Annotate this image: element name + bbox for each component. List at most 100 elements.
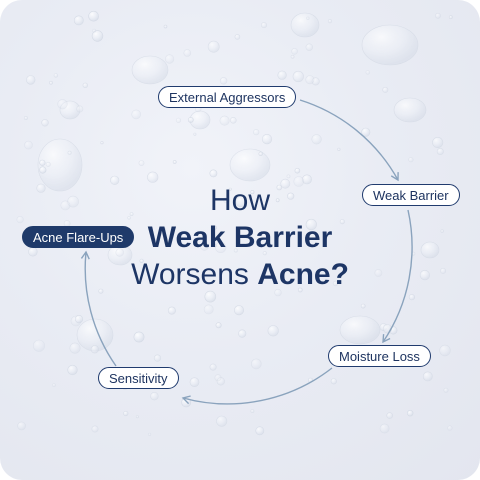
droplet [230,117,237,124]
droplet [215,241,227,253]
droplet [163,24,168,29]
droplet [407,410,414,417]
droplet [219,115,230,126]
step-sensitivity: Sensitivity [98,367,179,389]
droplet [36,183,46,193]
droplet [255,426,265,436]
droplet [139,258,144,264]
arrow-aggressors-to-weak-barrier [299,99,399,182]
droplet [432,137,444,149]
droplet [435,12,441,19]
droplet [150,392,159,401]
droplet [16,216,24,224]
step-acne-flare-ups: Acne Flare-Ups [22,226,135,248]
droplet [26,75,36,85]
droplet [365,70,370,75]
droplet [261,134,273,145]
droplet [52,383,56,388]
droplet [147,171,159,183]
droplet [39,166,47,174]
step-external-aggressors: External Aggressors [158,86,297,108]
droplet [440,229,444,233]
title-line-3: Worsens Acne? [120,256,360,293]
droplet [234,34,241,40]
droplet [382,86,389,93]
droplet [45,161,51,167]
droplet [204,290,217,303]
droplet [193,132,197,136]
droplet [305,43,313,51]
title-line-3-emphasis: Acne? [257,258,349,291]
droplet [123,410,129,417]
droplet [250,190,255,195]
droplet [361,24,419,66]
droplet [339,315,381,345]
droplet [419,270,431,281]
arrow-sensitivity-to-acne [80,250,117,367]
droplet [187,117,194,123]
droplet [91,30,104,42]
droplet [238,329,247,338]
droplet [223,196,230,204]
droplet [92,28,97,33]
droplet [200,241,210,251]
droplet [327,19,333,24]
droplet [339,219,345,225]
droplet [440,267,447,274]
droplet [88,10,99,22]
droplet [213,225,217,230]
droplet [408,294,416,301]
droplet [274,288,282,297]
droplet [69,342,81,354]
droplet [420,241,440,259]
droplet [253,129,260,136]
droplet [422,371,433,382]
droplet [393,97,427,123]
droplet [148,432,152,437]
droplet [436,148,444,156]
droplet [49,80,53,85]
droplet [293,176,305,187]
title-line-3-prefix: Worsens [131,258,258,291]
droplet [408,157,414,163]
droplet [439,344,451,357]
droplet [386,412,394,419]
droplet [91,425,99,433]
droplet [214,374,222,382]
droplet [250,358,262,370]
droplet [73,15,84,26]
title-line-1: How [209,184,270,217]
droplet [131,55,169,85]
droplet [67,364,78,376]
droplet [260,22,267,29]
droplet [23,116,28,121]
droplet [209,169,218,178]
droplet [447,425,453,431]
droplet [305,75,315,85]
droplet [234,305,245,316]
droplet [286,174,291,179]
droplet [203,304,214,315]
droplet [162,227,167,232]
droplet [209,363,217,371]
droplet [290,54,295,59]
droplet [219,77,228,85]
droplet [216,415,228,427]
droplet [53,73,59,78]
droplet [167,306,176,315]
droplet [183,49,192,57]
droplet [337,147,341,151]
droplet [361,127,371,137]
droplet [290,12,320,38]
droplet [98,288,104,294]
droplet [306,16,310,20]
droplet [215,322,222,329]
droplet [292,70,304,83]
droplet [39,159,46,166]
diagram-title: How Weak Barrier Worsens Acne? [120,182,360,293]
droplet [24,140,33,150]
droplet [275,198,280,203]
droplet [172,160,177,164]
